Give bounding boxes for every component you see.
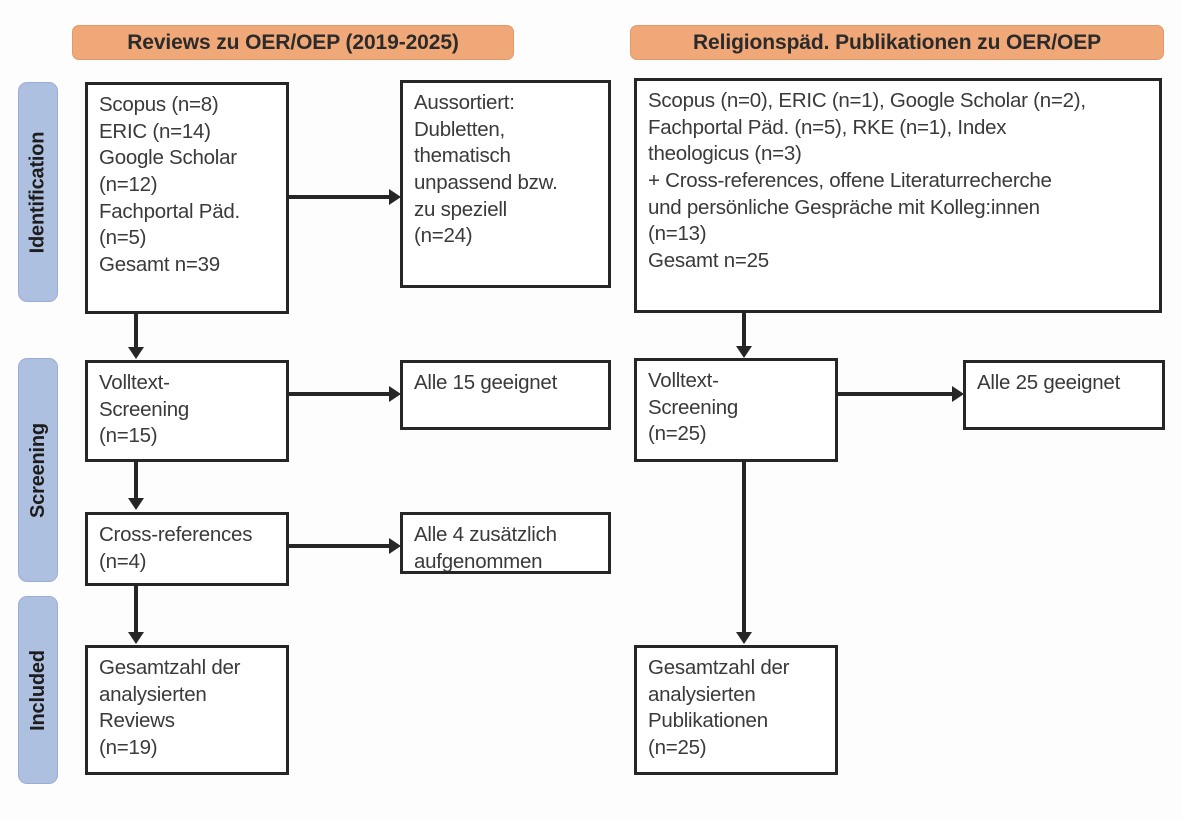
stage-bar-screening: Screening: [18, 358, 58, 582]
left-included-line-0: Gesamtzahl der: [99, 656, 241, 679]
arrow-left-screening-to-result: [289, 392, 389, 396]
header-left-label: Reviews zu OER/OEP (2019-2025): [127, 30, 459, 54]
arrow-left-crossrefs-to-result: [289, 544, 389, 548]
right-screening-line-2: (n=25): [648, 422, 707, 446]
left-identification-line-3: (n=12): [99, 172, 158, 196]
header-left-reviews: Reviews zu OER/OEP (2019-2025): [72, 25, 514, 60]
arrow-left-crossrefs-to-included: [134, 586, 138, 632]
arrowhead-right-identification-to-screening: [736, 346, 752, 358]
stage-bar-included: Included: [18, 596, 58, 784]
right-identification-line-4: und persönliche Gespräche mit Kolleg:inn…: [648, 195, 1040, 219]
left-identification-line-4: Fachportal Päd.: [99, 199, 240, 223]
left-screening-result-box: Alle 15 geeignet: [400, 360, 611, 430]
arrow-left-identification-to-excluded: [289, 195, 389, 199]
right-included-line-3: (n=25): [648, 735, 707, 759]
left-crossrefs-box: Cross-references (n=4): [85, 512, 289, 586]
right-screening-box: Volltext- Screening (n=25): [634, 358, 838, 462]
left-screening-line-2: (n=15): [99, 424, 158, 448]
arrow-right-screening-to-result: [838, 392, 952, 396]
left-included-box: Gesamtzahl der analysierten Reviews (n=1…: [85, 645, 289, 775]
left-crossrefs-line-1: (n=4): [99, 549, 147, 573]
left-identification-line-0: Scopus (n=8): [99, 93, 219, 116]
left-identification-box: Scopus (n=8) ERIC (n=14) Google Scholar …: [85, 82, 289, 314]
right-screening-result-box: Alle 25 geeignet: [963, 360, 1165, 430]
stage-bar-identification: Identification: [18, 82, 58, 302]
right-included-line-1: analysierten: [648, 682, 756, 706]
arrowhead-left-identification-to-excluded: [389, 189, 401, 205]
right-identification-line-0: Scopus (n=0), ERIC (n=1), Google Scholar…: [648, 89, 1086, 112]
left-crossrefs-result-line-1: aufgenommen: [414, 549, 543, 573]
left-identification-line-5: (n=5): [99, 226, 147, 250]
left-excluded-line-2: thematisch: [414, 144, 511, 168]
left-crossrefs-line-0: Cross-references: [99, 523, 253, 546]
arrow-left-screening-to-crossrefs: [134, 462, 138, 498]
right-identification-box: Scopus (n=0), ERIC (n=1), Google Scholar…: [634, 78, 1162, 313]
arrowhead-left-crossrefs-to-result: [389, 538, 401, 554]
arrowhead-left-crossrefs-to-included: [128, 632, 144, 644]
arrow-right-screening-to-included: [742, 462, 746, 632]
right-identification-line-3: + Cross-references, offene Literaturrech…: [648, 168, 1052, 192]
left-excluded-line-1: Dubletten,: [414, 117, 505, 141]
header-right-publications: Religionspäd. Publikationen zu OER/OEP: [630, 25, 1164, 60]
right-included-line-0: Gesamtzahl der: [648, 656, 790, 679]
right-identification-line-2: theologicus (n=3): [648, 142, 802, 166]
stage-bar-screening-label: Screening: [26, 422, 49, 518]
arrowhead-left-identification-to-screening: [128, 347, 144, 359]
left-screening-result-line-0: Alle 15 geeignet: [414, 371, 558, 394]
right-included-line-2: Publikationen: [648, 709, 768, 733]
left-included-line-3: (n=19): [99, 735, 158, 759]
right-identification-line-6: Gesamt n=25: [648, 248, 769, 272]
arrowhead-left-screening-to-result: [389, 386, 401, 402]
left-crossrefs-result-box: Alle 4 zusätzlich aufgenommen: [400, 512, 611, 574]
left-excluded-line-0: Aussortiert:: [414, 91, 515, 114]
left-identification-line-2: Google Scholar: [99, 146, 237, 170]
right-screening-line-0: Volltext-: [648, 369, 719, 392]
stage-bar-identification-label: Identification: [26, 131, 49, 253]
arrow-right-identification-to-screening: [742, 313, 746, 346]
left-crossrefs-result-line-0: Alle 4 zusätzlich: [414, 523, 557, 546]
arrow-left-identification-to-screening: [134, 314, 138, 347]
right-identification-line-5: (n=13): [648, 222, 707, 246]
right-included-box: Gesamtzahl der analysierten Publikatione…: [634, 645, 838, 775]
left-identification-line-1: ERIC (n=14): [99, 119, 211, 143]
arrowhead-left-screening-to-crossrefs: [128, 498, 144, 510]
stage-bar-included-label: Included: [26, 649, 49, 731]
left-screening-line-1: Screening: [99, 397, 190, 421]
right-screening-line-1: Screening: [648, 395, 739, 419]
arrowhead-right-screening-to-result: [952, 386, 964, 402]
left-excluded-line-5: (n=24): [414, 224, 473, 248]
left-identification-line-6: Gesamt n=39: [99, 252, 220, 276]
left-included-line-1: analysierten: [99, 682, 207, 706]
arrowhead-right-screening-to-included: [736, 632, 752, 644]
left-included-line-2: Reviews: [99, 709, 175, 733]
left-excluded-line-3: unpassend bzw.: [414, 170, 558, 194]
left-screening-box: Volltext- Screening (n=15): [85, 360, 289, 462]
right-identification-line-1: Fachportal Päd. (n=5), RKE (n=1), Index: [648, 115, 1007, 139]
left-excluded-box: Aussortiert: Dubletten, thematisch unpas…: [400, 80, 611, 288]
header-right-label: Religionspäd. Publikationen zu OER/OEP: [692, 30, 1102, 54]
left-screening-line-0: Volltext-: [99, 371, 170, 394]
right-screening-result-line-0: Alle 25 geeignet: [977, 371, 1121, 394]
left-excluded-line-4: zu speziell: [414, 197, 507, 221]
